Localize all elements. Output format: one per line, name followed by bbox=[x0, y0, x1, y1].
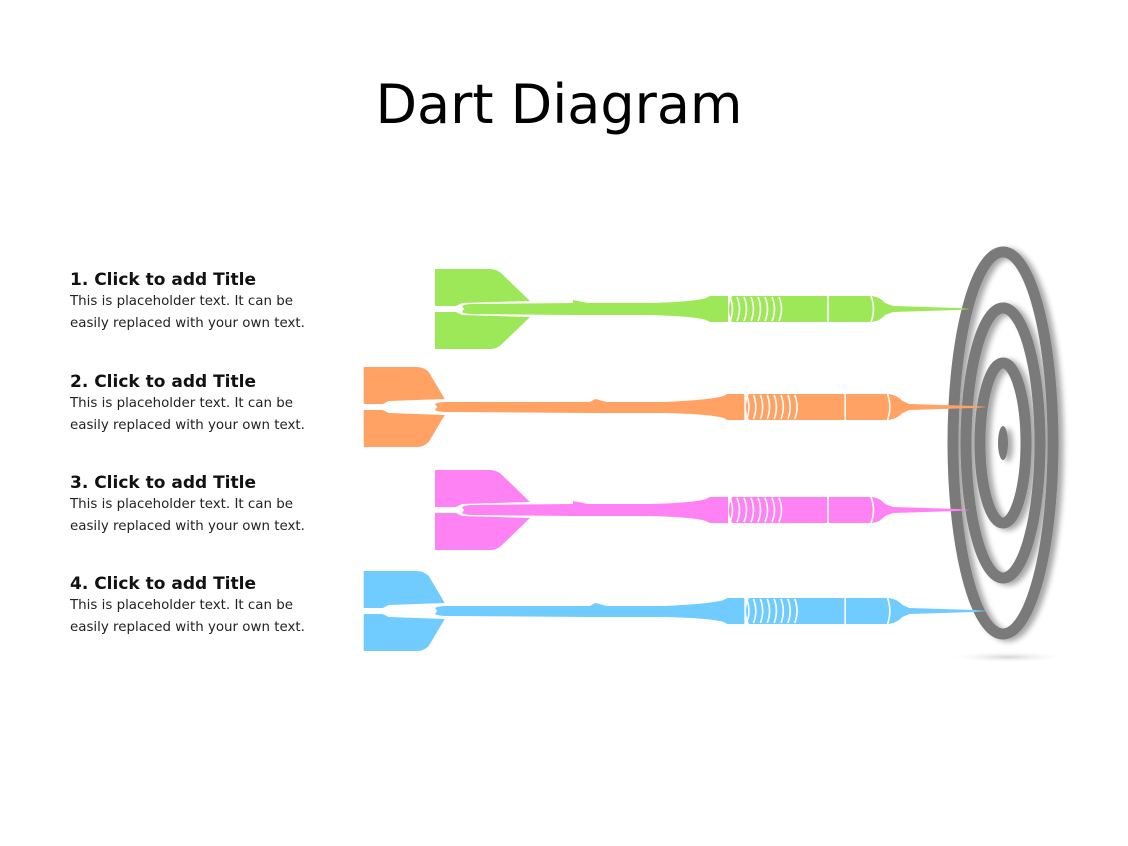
target-shadow bbox=[948, 651, 1068, 663]
item-title[interactable]: 1. Click to add Title bbox=[70, 270, 256, 290]
dart-icon-blue bbox=[363, 571, 988, 651]
slide-title[interactable]: Dart Diagram bbox=[375, 73, 743, 136]
item-body-line: easily replaced with your own text. bbox=[70, 316, 305, 331]
item-title[interactable]: 2. Click to add Title bbox=[70, 372, 256, 392]
item-body-line: This is placeholder text. It can be bbox=[70, 497, 293, 512]
item-1[interactable]: 1. Click to add Title This is placeholde… bbox=[70, 269, 360, 335]
item-title[interactable]: 3. Click to add Title bbox=[70, 473, 256, 493]
item-body-line: easily replaced with your own text. bbox=[70, 620, 305, 635]
item-body-line: easily replaced with your own text. bbox=[70, 519, 305, 534]
item-4[interactable]: 4. Click to add Title This is placeholde… bbox=[70, 573, 360, 639]
target-icon bbox=[947, 246, 1059, 640]
dart-icon-pink bbox=[435, 470, 970, 550]
item-2[interactable]: 2. Click to add Title This is placeholde… bbox=[70, 371, 360, 437]
dart-icon-green bbox=[435, 269, 970, 349]
item-3[interactable]: 3. Click to add Title This is placeholde… bbox=[70, 472, 360, 538]
item-title[interactable]: 4. Click to add Title bbox=[70, 574, 256, 594]
item-body-line: easily replaced with your own text. bbox=[70, 418, 305, 433]
item-body-line: This is placeholder text. It can be bbox=[70, 396, 293, 411]
item-body-line: This is placeholder text. It can be bbox=[70, 598, 293, 613]
dart-icon-orange bbox=[363, 367, 988, 447]
item-body-line: This is placeholder text. It can be bbox=[70, 294, 293, 309]
